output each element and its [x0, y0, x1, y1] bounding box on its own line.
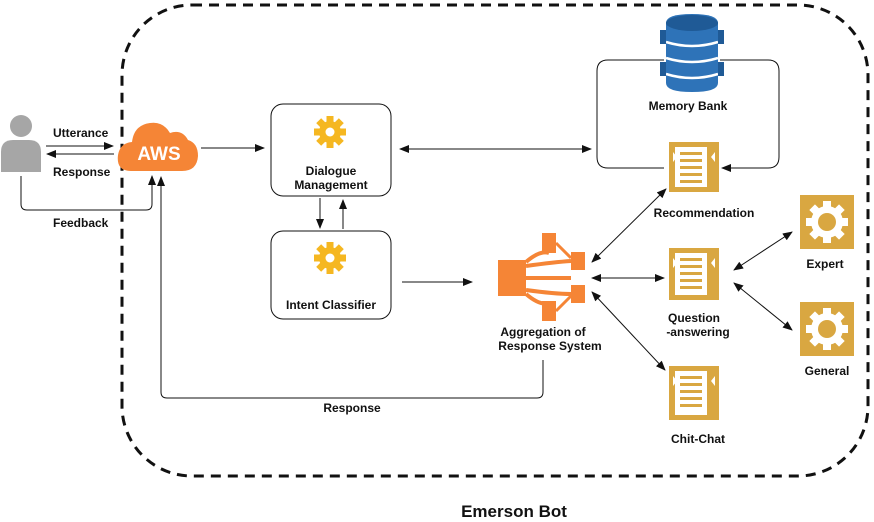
question-answering-label-1: Question [668, 311, 720, 325]
aggregation-chitchat-arrow [591, 291, 666, 371]
aws-cloud-icon: AWS [117, 122, 198, 171]
diagram-title: Emerson Bot [461, 502, 567, 521]
feedback-label: Feedback [53, 216, 109, 230]
general-label: General [805, 364, 850, 378]
intent-classifier-label: Intent Classifier [286, 298, 376, 312]
dialogue-management-label-2: Management [294, 178, 367, 192]
aggregation-label-2: Response System [498, 339, 601, 353]
question-answering-module-icon [669, 248, 719, 300]
intent-gear-icon [314, 242, 346, 274]
memory-bank-database-icon [660, 14, 724, 92]
aggregation-hub-icon [498, 233, 585, 321]
expert-label: Expert [806, 257, 843, 271]
recommendation-label: Recommendation [654, 206, 755, 220]
dialogue-management-box [270, 103, 392, 197]
qa-expert-arrow [733, 231, 793, 271]
response-to-user-label: Response [53, 165, 111, 179]
chit-chat-label: Chit-Chat [671, 432, 725, 446]
general-gear-icon [800, 302, 854, 356]
chit-chat-module-icon [669, 366, 719, 420]
response-loop-arrow [157, 176, 544, 399]
aws-label: AWS [137, 144, 180, 165]
response-loop-label: Response [323, 401, 381, 415]
aggregation-recommendation-arrow [591, 188, 667, 263]
memory-bank-loop [596, 59, 664, 169]
dialogue-gear-icon [314, 116, 346, 148]
feedback-arrow [20, 175, 156, 211]
emerson-bot-boundary [120, 3, 870, 478]
question-answering-label-2: -answering [666, 325, 729, 339]
dialogue-management-label-1: Dialogue [306, 164, 357, 178]
expert-gear-icon [800, 195, 854, 249]
qa-general-arrow [733, 282, 793, 331]
aggregation-label-1: Aggregation of [500, 325, 586, 339]
memory-bank-loop-right [720, 59, 780, 172]
memory-bank-label: Memory Bank [649, 99, 728, 113]
utterance-label: Utterance [53, 126, 109, 140]
recommendation-module-icon [669, 142, 719, 192]
intent-classifier-box [270, 230, 392, 320]
user-icon [1, 115, 41, 172]
